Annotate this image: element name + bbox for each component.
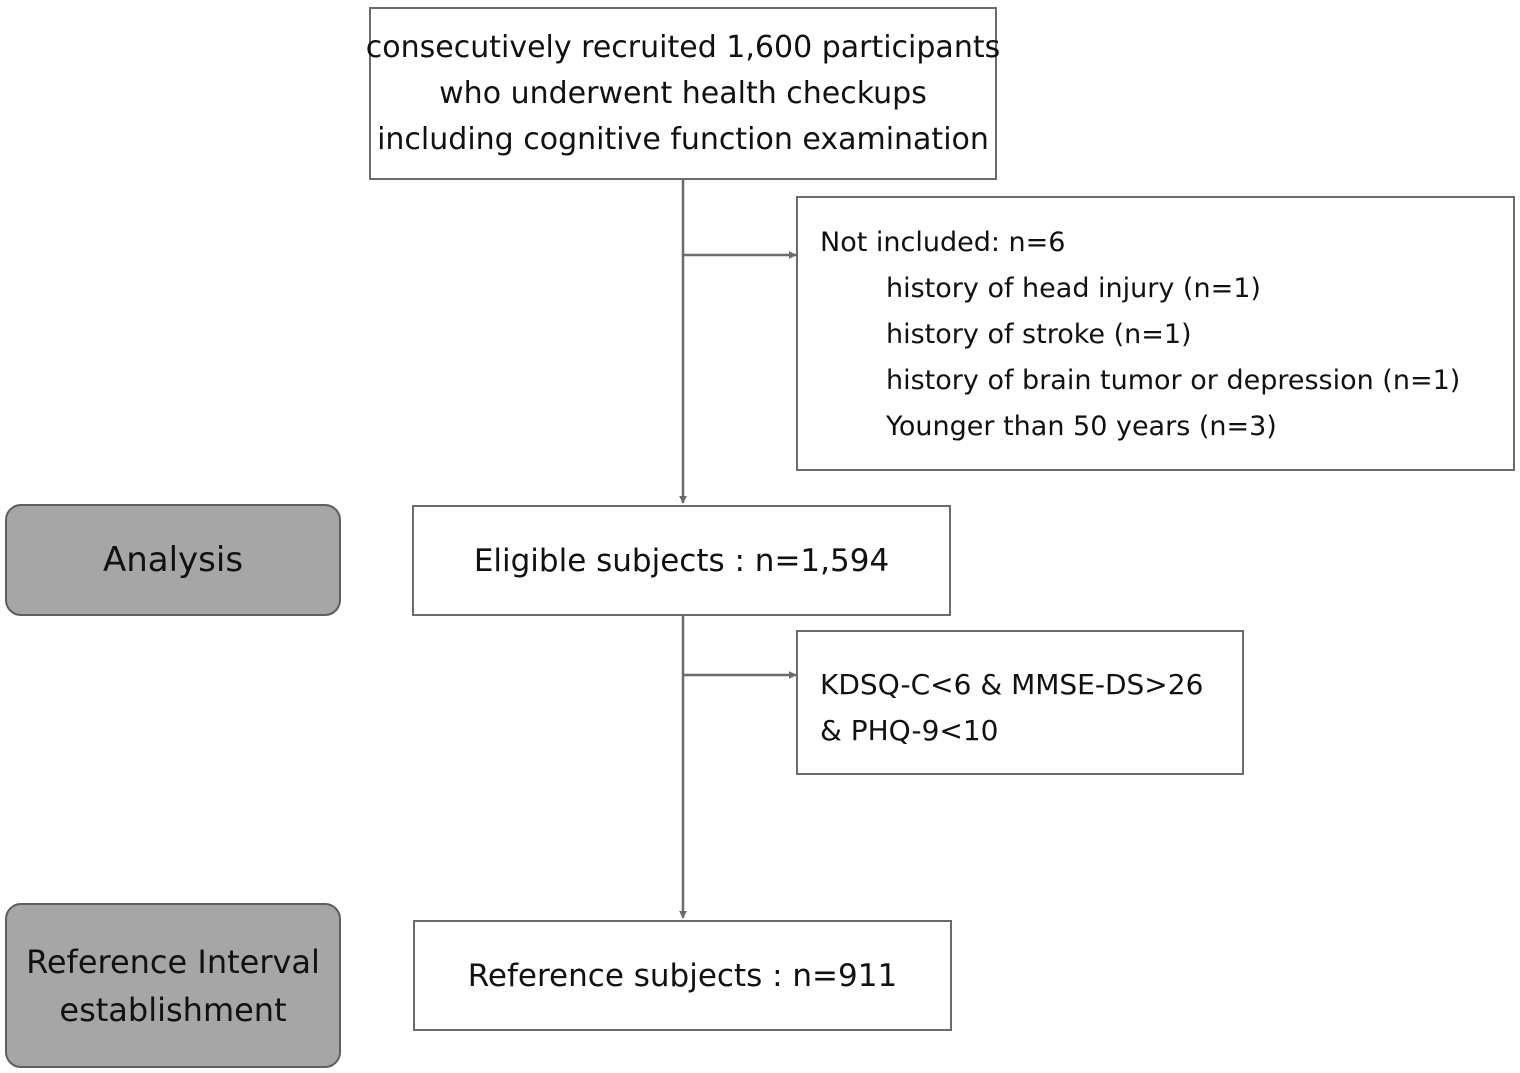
recruitment-line: who underwent health checkups	[439, 75, 927, 111]
exclusion-item: history of head injury (n=1)	[886, 273, 1261, 304]
stage-reference-interval: Reference Interval establishment	[5, 903, 341, 1068]
exclusion-heading: Not included: n=6	[820, 227, 1066, 258]
stage-analysis: Analysis	[5, 504, 341, 616]
eligible-label: Eligible subjects : n=1,594	[473, 542, 890, 579]
eligible-box: Eligible subjects : n=1,594	[412, 505, 951, 616]
exclusion-item: Younger than 50 years (n=3)	[886, 411, 1277, 442]
stage-reference-interval-line: establishment	[59, 990, 287, 1029]
reference-label: Reference subjects : n=911	[467, 957, 898, 994]
recruitment-line: consecutively recruited 1,600 participan…	[365, 29, 1001, 65]
criteria-box: KDSQ-C<6 & MMSE-DS>26 & PHQ-9<10	[796, 630, 1244, 775]
reference-box: Reference subjects : n=911	[413, 920, 952, 1031]
stage-analysis-label: Analysis	[102, 540, 244, 580]
criteria-line: KDSQ-C<6 & MMSE-DS>26	[820, 668, 1204, 701]
exclusion-item: history of stroke (n=1)	[886, 319, 1192, 350]
recruitment-line: including cognitive function examination	[377, 121, 989, 157]
criteria-line: & PHQ-9<10	[820, 714, 999, 747]
stage-reference-interval-line: Reference Interval	[26, 942, 320, 981]
exclusion-box: Not included: n=6 history of head injury…	[796, 196, 1515, 471]
exclusion-item: history of brain tumor or depression (n=…	[886, 365, 1461, 396]
recruitment-box: consecutively recruited 1,600 participan…	[365, 7, 1001, 180]
